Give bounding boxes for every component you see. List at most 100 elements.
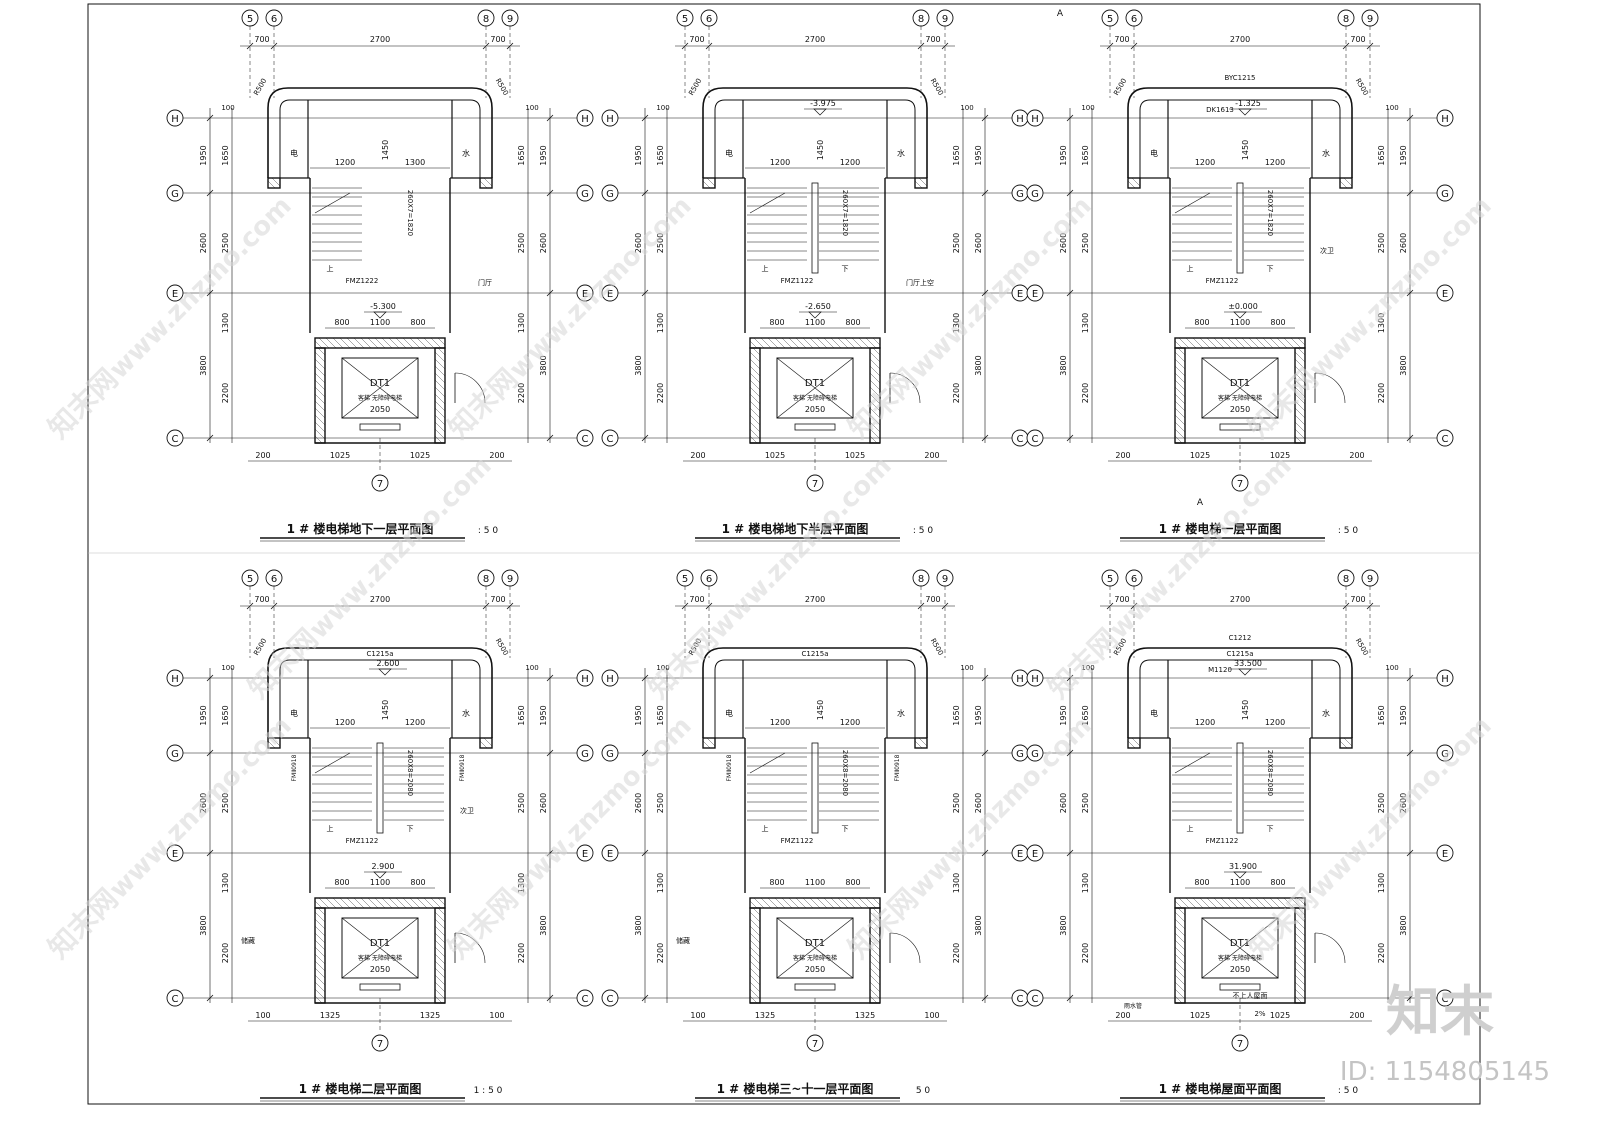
axis-e-bubble-left-label: E [172, 849, 178, 860]
wall-hatch [1174, 340, 1183, 349]
axis-h-bubble-right [1436, 109, 1454, 127]
wall-hatch [314, 967, 326, 979]
wall-hatch [1294, 932, 1306, 944]
dim-label: 2700 [1230, 35, 1250, 44]
wall-hatch [314, 988, 326, 1000]
axis-c-bubble-left-label: C [172, 994, 179, 1005]
dim-label: 1300 [1377, 873, 1386, 893]
elevator-code: DT1 [1230, 938, 1250, 949]
dim-tick [1106, 602, 1114, 610]
dim-label: 200 [1115, 1011, 1130, 1020]
dim-tick [546, 674, 554, 682]
dim-tick [546, 994, 554, 1002]
dim-tick [506, 42, 514, 50]
dim-label: 100 [1081, 104, 1094, 112]
wall-hatch [1174, 974, 1186, 986]
wall-hatch [1294, 407, 1306, 419]
dim-tick [270, 42, 278, 50]
wall-hatch [1174, 372, 1186, 384]
dim-label: 1200 [335, 158, 355, 167]
axis-c-bubble-left-label: C [607, 994, 614, 1005]
wall-hatch [314, 918, 326, 930]
axis-g-bubble-left [1026, 744, 1044, 762]
axis-9-bubble-label: 9 [942, 574, 948, 585]
axis-h-bubble-left [166, 109, 184, 127]
stair-break-line [1174, 192, 1211, 214]
wall-hatch [869, 358, 881, 370]
level-value: -1.325 [1235, 99, 1261, 108]
water-shaft-label: 水 [1322, 148, 1330, 158]
wall-hatch [753, 337, 765, 349]
dim-label: 700 [490, 35, 505, 44]
wall-hatch [490, 177, 493, 180]
dim-label: 1025 [765, 451, 785, 460]
watermark-brand: 知末网 [1242, 882, 1325, 965]
wall-hatch [1174, 365, 1186, 377]
dim-label: 1650 [1377, 705, 1386, 725]
dim-label: 3800 [539, 355, 548, 375]
wall-hatch [1297, 897, 1306, 906]
radius-label: R500 [494, 77, 510, 97]
wall-hatch [434, 428, 446, 440]
wall-hatch [1241, 337, 1253, 349]
wall-hatch [434, 407, 446, 419]
stair-run-label: 260X7=1820 [1266, 190, 1274, 236]
wall [1339, 177, 1353, 189]
axis-c-bubble-left-label: C [607, 434, 614, 445]
door-swing [889, 932, 921, 964]
core-outer-wall [702, 87, 928, 178]
axis-e-bubble-left [1026, 844, 1044, 862]
dim-label: 100 [1081, 664, 1094, 672]
wall-hatch [1255, 897, 1267, 909]
dim-label: 2500 [1081, 233, 1090, 253]
wall-hatch [434, 386, 446, 398]
wall-hatch [816, 337, 828, 349]
axis-h-bubble-right-label: H [581, 114, 589, 125]
wall-hatch [1174, 400, 1186, 412]
wall-hatch [409, 337, 421, 349]
wall-hatch [702, 740, 711, 749]
wall [479, 177, 493, 189]
dim-label: 1325 [420, 1011, 440, 1020]
dim-tick [1066, 289, 1074, 297]
wall-hatch [434, 351, 446, 363]
storage-label: 储藏 [676, 936, 690, 945]
dim-label: 1950 [1399, 145, 1408, 165]
wall-hatch [781, 897, 793, 909]
wc-label: 次卫 [1320, 246, 1334, 255]
level-value: ±0.000 [1228, 302, 1258, 311]
level-marker [813, 108, 827, 116]
axis-e-bubble-right-label: E [1017, 849, 1023, 860]
wall-hatch [1294, 939, 1306, 951]
dim-label: 1300 [1081, 873, 1090, 893]
dim-label: 100 [656, 104, 669, 112]
dim-label: 200 [690, 451, 705, 460]
axis-e-bubble-right [576, 844, 594, 862]
dim-label: 800 [845, 318, 860, 327]
wall-hatch [314, 372, 326, 384]
wall-hatch [430, 337, 442, 349]
wall-hatch [434, 358, 446, 370]
axis-7-bubble [1231, 1034, 1249, 1052]
wall-hatch [437, 347, 446, 356]
axis-e-bubble-right-label: E [582, 289, 588, 300]
watermark-text: www.znzmo.com [504, 711, 698, 905]
dim-label: 1450 [381, 700, 390, 720]
dim-label: 2700 [370, 35, 390, 44]
wall-hatch [1269, 897, 1281, 909]
wall-hatch [434, 911, 446, 923]
dim-tick [482, 42, 490, 50]
elevator-counterweight [1219, 423, 1261, 431]
axis-h-bubble-left-label: H [1031, 674, 1039, 685]
wall-hatch [1294, 414, 1306, 426]
axis-6-bubble-label: 6 [271, 574, 277, 585]
axis-7-bubble-label: 7 [812, 1039, 818, 1050]
wall-hatch [416, 897, 428, 909]
stair-down-label: 下 [1267, 265, 1274, 273]
dim-tick [641, 289, 649, 297]
dim-label: 2600 [1059, 233, 1068, 253]
axis-g-bubble-left [166, 744, 184, 762]
level-value: 2.600 [377, 659, 400, 668]
wall-hatch [1350, 177, 1353, 180]
plan-scale: : 5 0 [1338, 526, 1358, 536]
